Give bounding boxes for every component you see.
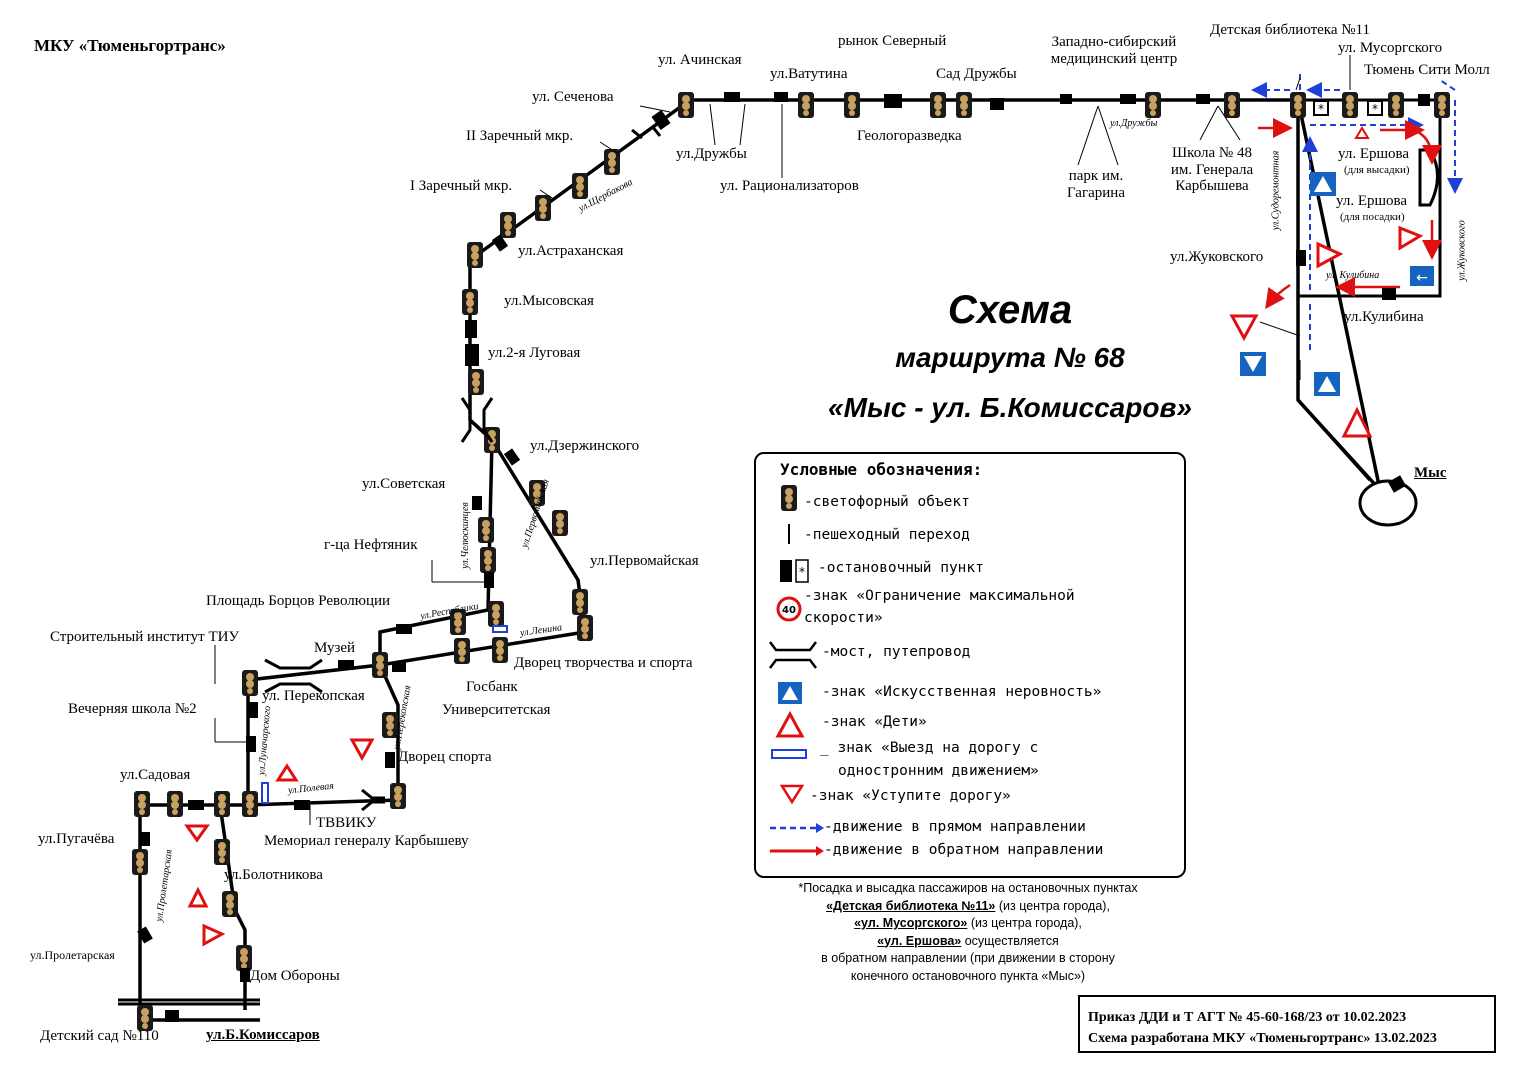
ershova-loop [1418,148,1439,207]
stop-label: парк им. Гагарина [1067,168,1125,201]
stop-label: Строительный институт ТИУ [50,629,240,645]
legend-item-traffic-light: -светофорный объект [804,494,970,510]
stop-label: ул. Ершова [1338,146,1410,162]
stop-label: ул.Болотникова [224,867,323,883]
note-line: «ул. Мусоргского» (из центра города), [854,916,1082,930]
stop-label: ул.Астраханская [518,243,624,259]
legend-item-children: -знак «Дети» [822,714,927,730]
note-line: «ул. Ершова» осуществляется [877,933,1059,948]
stop-label: рынок Северный [838,33,947,49]
scheme-title: Схема [947,288,1073,332]
road-signs: ← [184,126,1434,947]
stop-label: Геологоразведка [857,128,962,144]
legend-item-one-way-cont: одностронним движением» [838,763,1039,779]
stop-label: ул. Мусоргского [1338,40,1443,56]
legend-item-crossing: -пешеходный переход [804,527,970,543]
stop-label: ул. Ершова [1336,193,1408,209]
stop-label: Детский сад №110 [40,1028,159,1044]
stop-label: Музей [314,640,356,656]
stop-label: Школа № 48 им. Генерала Карбышева [1170,145,1254,194]
stop-label: ул. Перекопская [262,688,365,704]
legend-item-forward: -движение в прямом направлении [824,819,1086,835]
legend-item-bridge: -мост, путепровод [822,644,971,660]
stop-label: Сад Дружбы [936,66,1017,82]
legend-item-yield: -знак «Уступите дорогу» [810,788,1011,804]
legend-speed-value: 40 [782,605,796,616]
svg-text:*: * [1372,102,1378,116]
mys-terminal-ring [1358,479,1418,527]
street-label: ул.Судоремонтная [1270,150,1282,231]
terminal-label-mys: Мыс [1414,465,1447,481]
legend-symbols: * 40 [769,485,824,856]
stop-label: г-ца Нефтяник [324,537,418,553]
stop-label: ул.Садовая [120,767,191,783]
order-line: Приказ ДДИ и Т АГТ № 45-60-168/23 от 10.… [1088,1010,1407,1025]
legend-item-stop: -остановочный пункт [818,560,984,576]
stop-label: Вечерняя школа №2 [68,701,197,717]
order-box: Приказ ДДИ и Т АГТ № 45-60-168/23 от 10.… [1078,995,1496,1053]
stop-label: I Заречный мкр. [410,178,513,194]
stop-label: ул.Дружбы [676,146,747,162]
legend-star: * [799,565,805,579]
stop-label: ул.Советская [362,476,446,492]
stop-label: Западно-сибирский медицинский центр [1050,34,1178,67]
legend-item-speed: -знак «Ограничение максимальной [804,588,1075,604]
svg-text:←: ← [1416,270,1428,286]
stop-label: ул.2-я Луговая [488,345,581,361]
legend-item-reverse: -движение в обратном направлении [824,842,1104,858]
stop-label: ул. Рационализаторов [720,178,859,194]
stop-label: Дворец творчества и спорта [514,655,693,671]
legend-item-one-way: _ знак «Выезд на дорогу с [820,740,1039,756]
svg-text:*: * [1318,102,1324,116]
stop-label: ул.Ватутина [770,66,848,82]
legend-item-speed-cont: скорости» [804,610,883,626]
legend-item-bump: -знак «Искусственная неровность» [822,684,1102,700]
order-line: Схема разработана МКУ «Тюменьгортранс» 1… [1088,1031,1437,1046]
organization-name: МКУ «Тюменьгортранс» [34,36,226,55]
stop-note: (для высадки) [1344,164,1410,176]
route-endpoints-title: «Мыс - ул. Б.Комиссаров» [828,392,1192,423]
street-label: ул. Кулибина [1326,270,1380,281]
stop-note: (для посадки) [1340,211,1405,223]
star-stops: * * [1313,100,1383,116]
street-label: ул.Жуковского [1456,220,1468,281]
stop-label: ул.Жуковского [1170,249,1264,265]
stop-label: Университетская [442,702,551,718]
bridges [264,125,662,812]
stop-markers [137,92,1430,1022]
legend-box: Условные обозначения: * 40 -светофорный … [754,452,1186,878]
stop-label: Тюмень Сити Молл [1364,62,1490,78]
stop-label: ул.Мысовская [504,293,594,309]
legend-heading: Условные обозначения: [780,460,983,479]
note-line: *Посадка и высадка пассажиров на останов… [798,881,1138,895]
stop-label: ул. Сеченова [532,89,614,105]
stop-label: Детская библиотека №11 [1210,22,1371,38]
street-label: ул.Челюскинцев [459,502,471,569]
stop-label: Дом Обороны [250,968,340,984]
stop-label: ул.Кулибина [1344,309,1424,325]
stop-label: ул.Первомайская [590,553,699,569]
stop-label: Госбанк [466,679,518,695]
stop-label: Дворец спорта [398,749,492,765]
stop-label: ул. Ачинская [658,52,742,68]
stop-label: Площадь Борцов Революции [206,593,391,609]
terminal-label-komissarov: ул.Б.Комиссаров [206,1027,320,1043]
stop-label: ТВВИКУ [316,815,377,831]
stop-label: ул.Пугачёва [38,831,115,847]
stop-label: ул.Дзержинского [530,438,640,454]
stop-label: II Заречный мкр. [466,128,574,144]
note-line: «Детская библиотека №11» (из центра горо… [826,898,1110,913]
boarding-note: *Посадка и высадка пассажиров на останов… [752,880,1184,985]
street-label: ул.Дружбы [1110,118,1158,129]
stop-label: ул.Пролетарская [30,948,115,962]
stop-label: Мемориал генералу Карбышеву [264,833,469,849]
note-line: в обратном направлении (при движении в с… [821,951,1115,965]
note-line: конечного остановочного пункта «Мыс») [850,968,1086,983]
route-number-title: маршрута № 68 [895,342,1125,373]
